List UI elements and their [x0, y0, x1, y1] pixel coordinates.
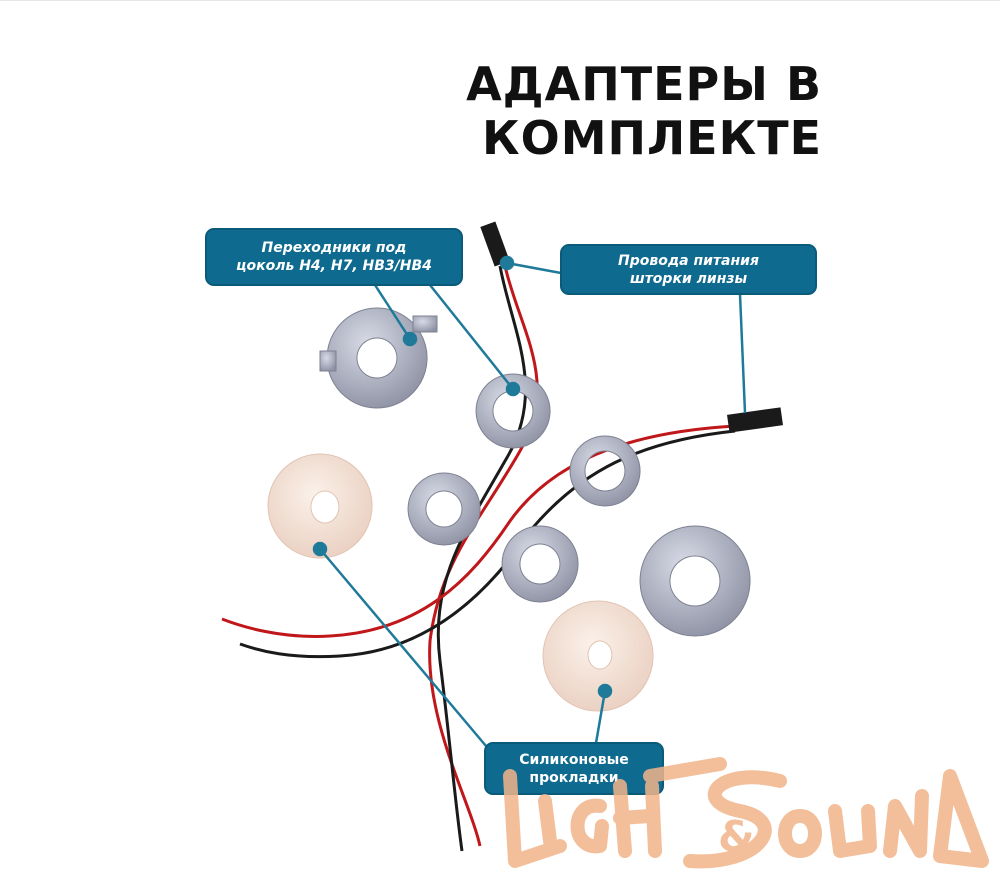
silicone-gaskets: [267, 453, 654, 712]
connector-right: [727, 407, 783, 433]
callout-wires: Провода питания шторки линзы: [560, 244, 817, 295]
gasket: [267, 453, 373, 559]
callout-adapters-line2: цоколь H4, H7, HB3/HB4: [236, 258, 432, 274]
callout-gaskets-line1: Силиконовые: [519, 751, 629, 768]
watermark-logo: &: [503, 757, 989, 869]
svg-text:&: &: [718, 812, 755, 861]
adapter-washer: [639, 525, 751, 637]
adapter-washer: [475, 373, 551, 449]
callout-wires-line2: шторки линзы: [629, 270, 748, 287]
callout-adapters-line1: Переходники под: [261, 240, 407, 256]
black-wire: [436, 265, 527, 852]
red-wire: [428, 265, 539, 847]
title-line-2: КОМПЛЕКТЕ: [481, 111, 822, 165]
callout-adapters: Переходники под цоколь H4, H7, HB3/HB4: [205, 228, 463, 286]
callout-gaskets-line2: прокладки: [529, 769, 619, 786]
callout-gaskets: Силиконовые прокладки: [484, 742, 664, 795]
title-line-1: АДАПТЕРЫ В: [466, 57, 822, 111]
adapter-washer: [501, 525, 579, 603]
adapter-washer: [326, 307, 428, 409]
leader-lines: [312, 255, 747, 747]
adapter-washer: [569, 435, 641, 507]
adapter-washer: [407, 472, 481, 546]
callout-wires-line1: Провода питания: [618, 252, 759, 269]
connector-top: [480, 221, 510, 267]
metal-adapters: [319, 307, 751, 637]
gasket: [542, 600, 654, 712]
